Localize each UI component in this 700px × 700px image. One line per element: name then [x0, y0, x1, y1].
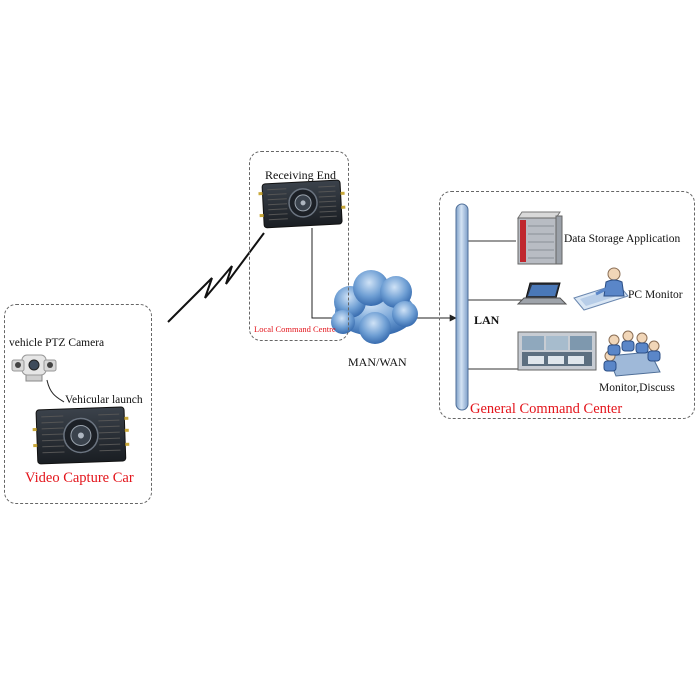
pc-monitor-label: PC Monitor: [628, 289, 683, 301]
receiving-end-label: Receiving End: [265, 168, 336, 182]
camera-to-launch-line: [46, 379, 65, 403]
lan-bus: [455, 203, 469, 411]
ptz-camera-icon: [11, 354, 57, 382]
monitor-discuss-label: Monitor,Discuss: [599, 382, 675, 394]
video-capture-car-title: Video Capture Car: [25, 470, 134, 486]
general-command-center-title: General Command Center: [470, 401, 623, 417]
cloud-icon: [331, 270, 418, 344]
local-command-centre-title: Local Command Centre: [254, 324, 336, 334]
pc-monitor-icon: [573, 267, 629, 311]
server-rack-icon: [517, 211, 563, 265]
data-storage-label: Data Storage Application: [564, 233, 681, 245]
laptop-icon: [516, 282, 568, 305]
receiver-device-icon: [258, 179, 346, 229]
local-command-centre-group: [249, 151, 349, 341]
meeting-room-icon: [517, 331, 597, 371]
receiver-to-cloud-line: [311, 228, 335, 319]
wireless-link-icon: [167, 232, 265, 323]
general-command-center-group: [439, 191, 695, 419]
meeting-people-icon: [603, 330, 661, 377]
camera-label: vehicle PTZ Camera: [9, 337, 105, 349]
video-capture-car-group: [4, 304, 152, 504]
man-wan-label: MAN/WAN: [348, 355, 407, 369]
vehicle-transmitter-icon: [32, 406, 130, 465]
launch-label: Vehicular launch: [65, 394, 143, 406]
lan-label: LAN: [474, 313, 500, 327]
